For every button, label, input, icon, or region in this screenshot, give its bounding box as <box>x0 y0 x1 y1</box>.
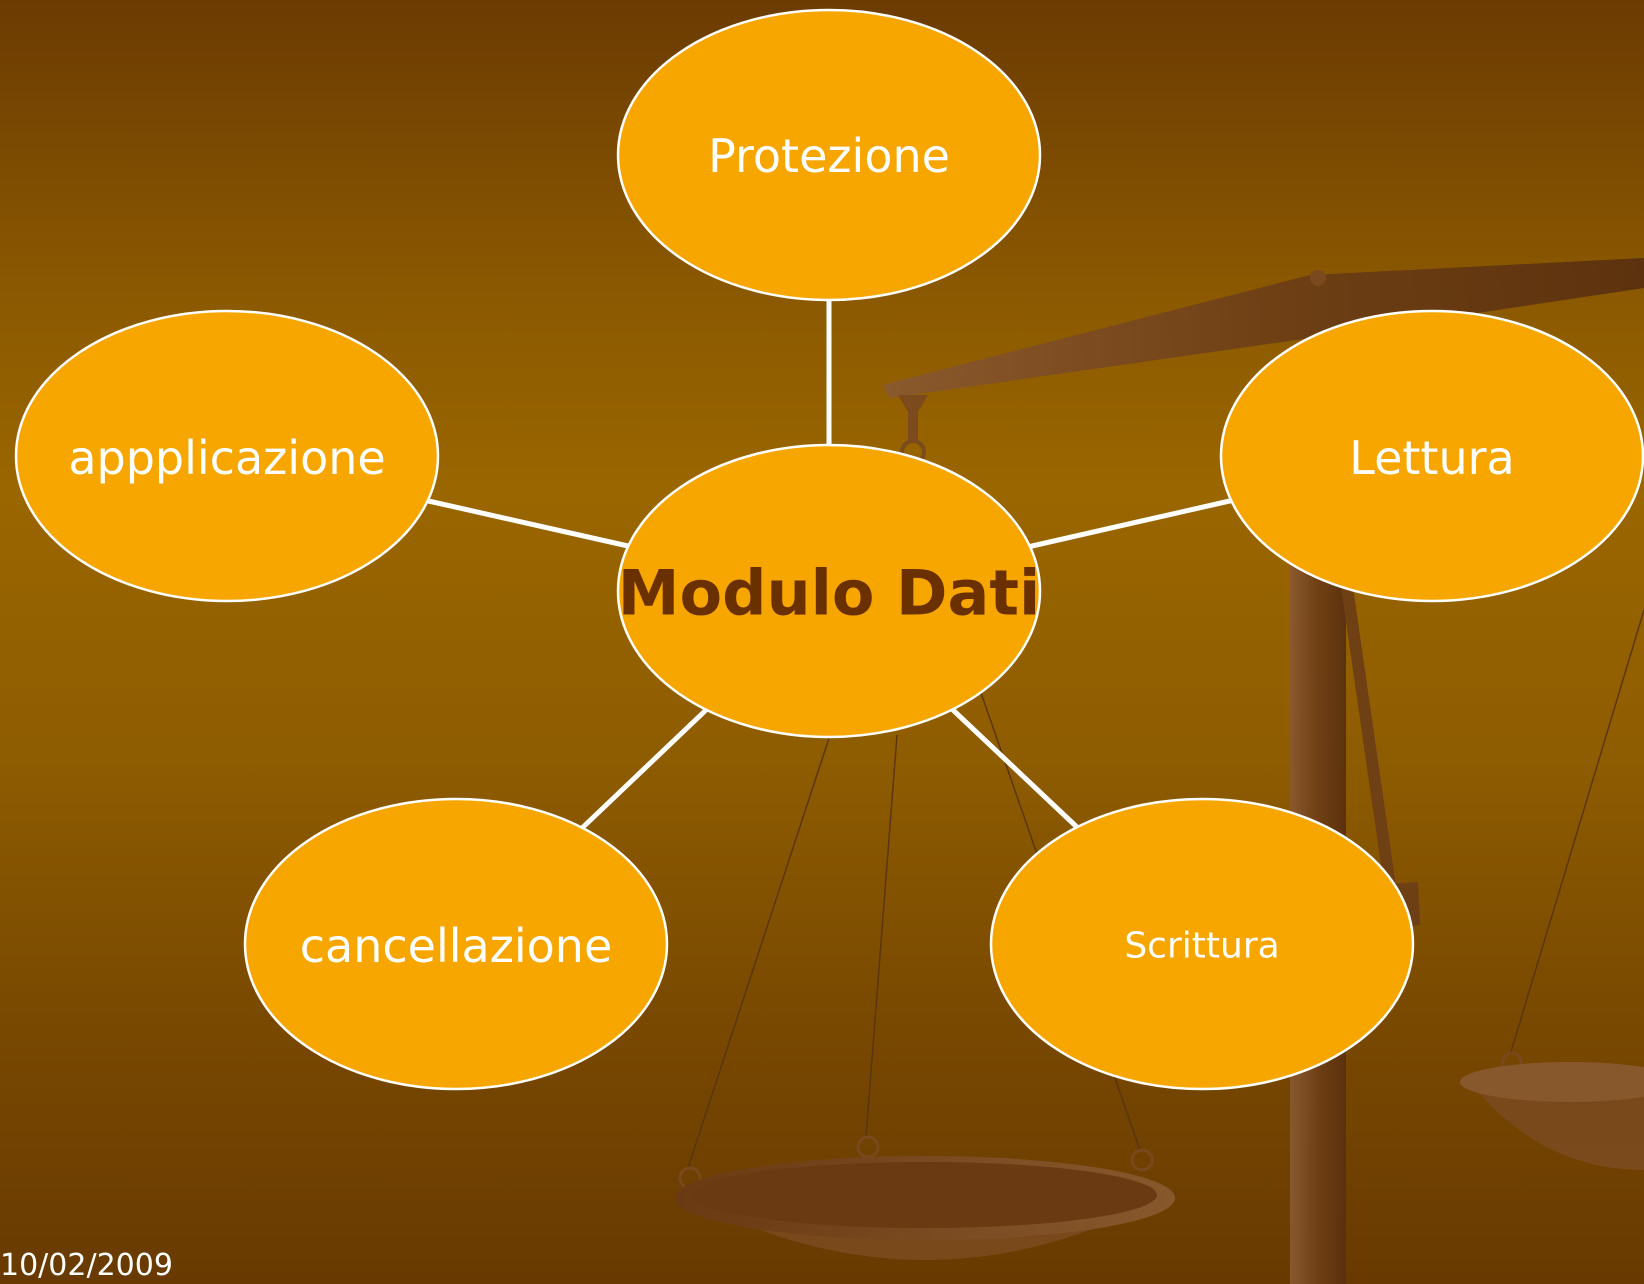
balance-scale-illustration <box>675 258 1644 1284</box>
node-scrittura <box>989 797 1415 1091</box>
node-protezione <box>616 8 1042 302</box>
scale-pan-right <box>1470 1082 1644 1170</box>
connector-cancellazione <box>577 707 709 833</box>
connector-appplicazione <box>421 497 631 549</box>
scale-hook-left <box>898 395 928 440</box>
node-lettura-label: Lettura <box>1349 431 1515 485</box>
diagram-nodes <box>14 8 1644 1091</box>
connectors <box>421 297 1237 833</box>
node-scrittura-label: Scrittura <box>1124 925 1280 967</box>
node-appplicazione-label: appplicazione <box>68 431 386 485</box>
connector-scrittura <box>950 707 1083 833</box>
footer-date: 10/02/2009 <box>0 1248 173 1283</box>
node-modulo-dati <box>616 443 1042 739</box>
node-cancellazione-label: cancellazione <box>299 919 613 973</box>
scale-beam <box>882 258 1644 398</box>
node-protezione-label: Protezione <box>708 129 950 183</box>
node-lettura <box>1219 309 1644 603</box>
node-cancellazione <box>243 797 669 1091</box>
connector-lettura <box>1029 497 1237 549</box>
node-appplicazione <box>14 309 440 603</box>
node-modulo-dati-label: Modulo Dati <box>617 556 1041 630</box>
